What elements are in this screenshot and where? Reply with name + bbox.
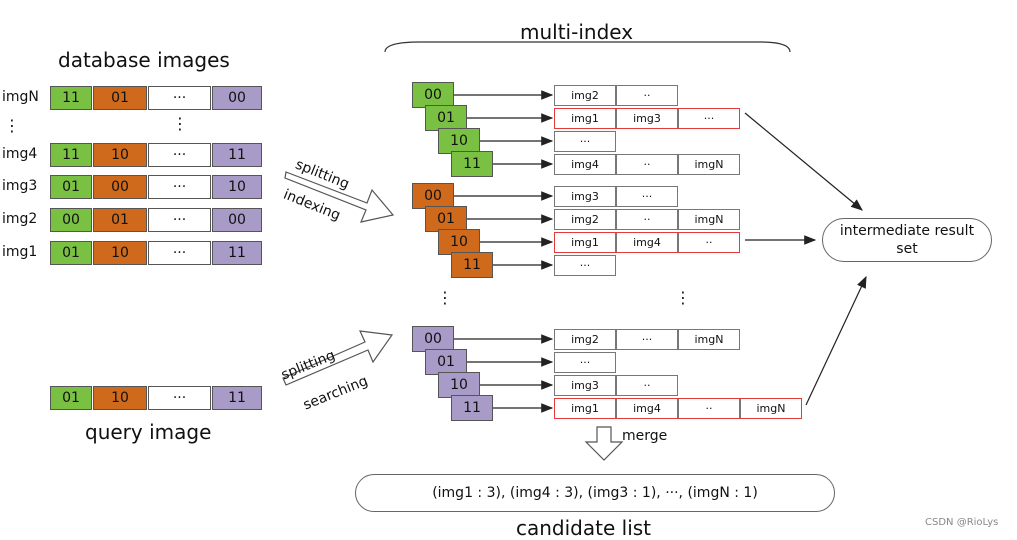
- intermediate-result-label: intermediate result set: [839, 223, 975, 257]
- bucket-cell-g3-01-1: ···: [554, 352, 616, 373]
- index-key-g2-10: 10: [438, 229, 480, 255]
- query-segment-4: 11: [212, 386, 262, 410]
- db-img4-segment-4: 11: [212, 143, 262, 167]
- index-ellipsis-right: ⋮: [675, 288, 691, 307]
- index-key-g2-11: 11: [451, 252, 493, 278]
- db-img2-segment-1: 00: [50, 208, 92, 232]
- bucket-cell-g3-00-1: img2: [554, 329, 616, 350]
- bucket-cell-g3-00-2: ···: [616, 329, 678, 350]
- db-img1-segment-4: 11: [212, 241, 262, 265]
- db-ellipsis-mid: ⋮: [172, 114, 188, 133]
- index-key-g1-00: 00: [412, 82, 454, 108]
- db-img4-segment-1: 11: [50, 143, 92, 167]
- bucket-cell-g2-11-1: ···: [554, 255, 616, 276]
- db-imgN-segment-2: 01: [93, 86, 147, 110]
- query-segment-1: 01: [50, 386, 92, 410]
- db-img2-segment-2: 01: [93, 208, 147, 232]
- bucket-cell-g2-01-3: imgN: [678, 209, 740, 230]
- arrow-group3-to-result: [805, 275, 867, 406]
- bucket-cell-g3-10-1: img3: [554, 375, 616, 396]
- bucket-cell-g1-11-1: img4: [554, 154, 616, 175]
- merge-arrow: [584, 426, 624, 461]
- merge-label: merge: [622, 428, 668, 444]
- db-imgN-segment-4: 00: [212, 86, 262, 110]
- highlight-bucket-g2-10: [554, 232, 740, 253]
- candidate-result-box: (img1 : 3), (img4 : 3), (img3 : 1), ···,…: [355, 474, 835, 512]
- index-key-g3-10: 10: [438, 372, 480, 398]
- db-row-label-img4: img4: [2, 146, 38, 162]
- split-search-arrow: [282, 330, 394, 386]
- query-segment-3: ···: [148, 386, 211, 410]
- db-ellipsis-left: ⋮: [4, 116, 20, 135]
- multi-index-brace: [384, 41, 791, 53]
- bucket-cell-g1-11-3: imgN: [678, 154, 740, 175]
- db-img3-segment-1: 01: [50, 175, 92, 199]
- db-row-label-img3: img3: [2, 178, 38, 194]
- db-img2-segment-3: ···: [148, 208, 211, 232]
- db-img4-segment-2: 10: [93, 143, 147, 167]
- index-key-g2-00: 00: [412, 183, 454, 209]
- index-key-g3-11: 11: [451, 395, 493, 421]
- bucket-cell-g1-11-2: ··: [616, 154, 678, 175]
- db-imgN-segment-1: 11: [50, 86, 92, 110]
- bucket-cell-g2-01-2: ··: [616, 209, 678, 230]
- db-img1-segment-1: 01: [50, 241, 92, 265]
- bucket-cell-g1-00-2: ··: [616, 85, 678, 106]
- bucket-cell-g2-01-1: img2: [554, 209, 616, 230]
- watermark: CSDN @RioLys: [925, 517, 999, 528]
- db-img1-segment-2: 10: [93, 241, 147, 265]
- db-imgN-segment-3: ···: [148, 86, 211, 110]
- highlight-bucket-g3-11: [554, 398, 802, 419]
- index-key-g3-00: 00: [412, 326, 454, 352]
- db-row-label-imgN: imgN: [2, 89, 39, 105]
- index-key-g2-01: 01: [425, 206, 467, 232]
- index-ellipsis-left: ⋮: [437, 288, 453, 307]
- candidate-result-text: (img1 : 3), (img4 : 3), (img3 : 1), ···,…: [432, 485, 758, 501]
- arrow-group1-to-result: [744, 112, 863, 211]
- query-image-title: query image: [85, 420, 212, 444]
- index-key-g3-01: 01: [425, 349, 467, 375]
- query-segment-2: 10: [93, 386, 147, 410]
- multi-index-title: multi-index: [520, 20, 634, 44]
- bucket-cell-g3-11-1: img1: [554, 398, 616, 419]
- highlight-bucket-g1-01: [554, 108, 740, 129]
- index-key-g1-11: 11: [451, 151, 493, 177]
- bucket-cell-g2-00-2: ···: [616, 186, 678, 207]
- bucket-cell-g1-10-1: ···: [554, 131, 616, 152]
- bucket-cell-g3-10-2: ··: [616, 375, 678, 396]
- candidate-list-title: candidate list: [516, 516, 652, 540]
- bucket-cell-g2-00-1: img3: [554, 186, 616, 207]
- index-key-g1-01: 01: [425, 105, 467, 131]
- db-img2-segment-4: 00: [212, 208, 262, 232]
- db-img3-segment-2: 00: [93, 175, 147, 199]
- bucket-cell-g1-00-1: img2: [554, 85, 616, 106]
- intermediate-result-set: intermediate result set: [822, 218, 992, 262]
- db-row-label-img1: img1: [2, 244, 38, 260]
- db-img4-segment-3: ···: [148, 143, 211, 167]
- db-img3-segment-4: 10: [212, 175, 262, 199]
- db-img1-segment-3: ···: [148, 241, 211, 265]
- bucket-cell-g3-00-3: imgN: [678, 329, 740, 350]
- db-row-label-img2: img2: [2, 211, 38, 227]
- db-img3-segment-3: ···: [148, 175, 211, 199]
- split-index-arrow: [284, 171, 395, 223]
- database-images-title: database images: [58, 48, 230, 72]
